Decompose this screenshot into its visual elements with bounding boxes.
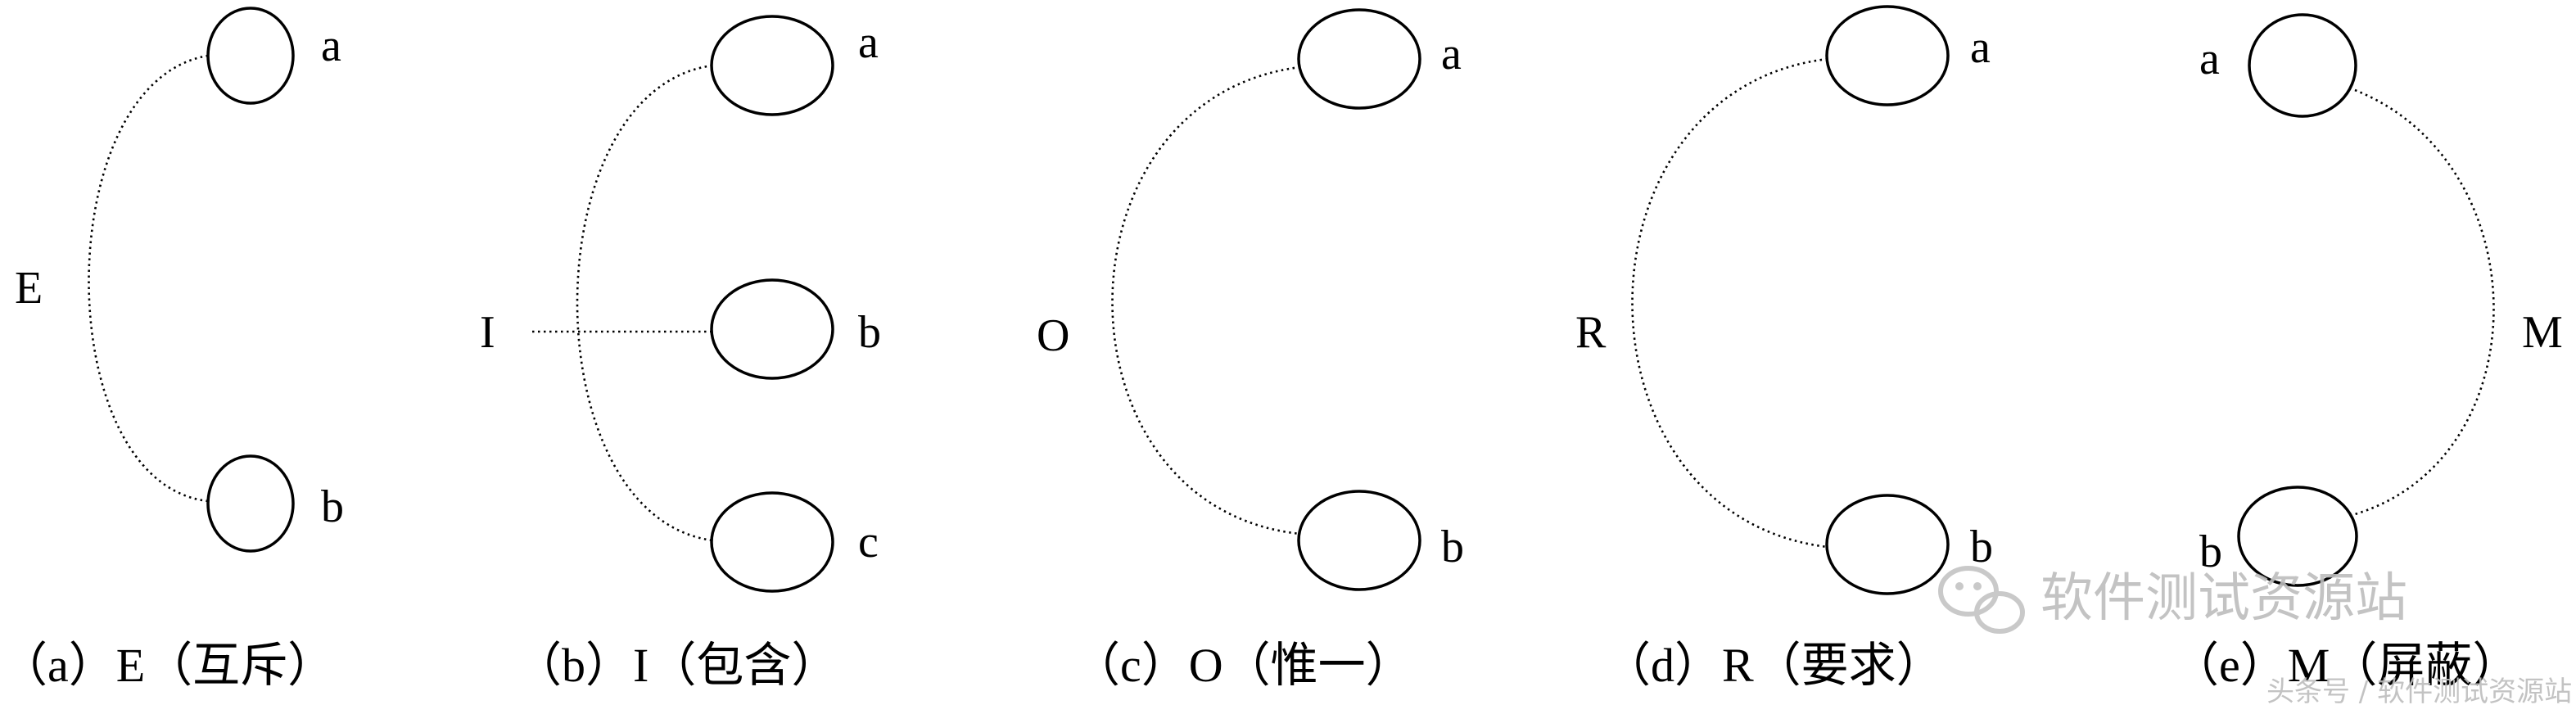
panel-d-constraint-label: R — [1575, 307, 1607, 358]
panel-c-constraint-label: O — [1037, 310, 1069, 361]
panel-b-node-a — [710, 15, 834, 116]
panel-a: a b E （a）E（互斥） — [0, 7, 344, 692]
panel-a-caption: （a）E（互斥） — [0, 639, 335, 692]
panel-a-arc — [88, 54, 209, 503]
panel-b-constraint-label: I — [480, 307, 495, 358]
panel-d-caption: （d）R（要求） — [1603, 639, 1944, 692]
panel-a-node-a — [206, 7, 295, 105]
wechat-icon — [1938, 566, 2025, 634]
panel-a-node-a-label: a — [321, 20, 341, 71]
panel-b: a b c I （b）I（包含） — [480, 15, 881, 692]
panel-b-node-c — [710, 491, 834, 593]
panel-c: a b O （c）O（惟一） — [1037, 8, 1464, 692]
panel-d-node-b — [1825, 494, 1950, 595]
panel-d-node-b-label: b — [1970, 522, 1993, 572]
panel-b-node-a-label: a — [858, 17, 879, 68]
panel-b-arc — [576, 64, 713, 542]
panel-a-constraint-label: E — [15, 263, 43, 314]
panel-c-node-a-label: a — [1441, 29, 1462, 79]
panel-a-node-b — [206, 454, 295, 553]
panel-d: a b R （d）R（要求） — [1575, 5, 1993, 692]
panel-c-node-b-label: b — [1441, 522, 1464, 572]
panel-e-arc — [2354, 88, 2495, 516]
panel-e: a b M （e）M（屏蔽） — [2172, 13, 2563, 692]
panel-a-node-b-label: b — [321, 481, 344, 532]
panel-d-arc — [1631, 57, 1828, 549]
panel-e-node-b-label: b — [2199, 526, 2222, 577]
panel-d-node-a-label: a — [1970, 22, 1991, 73]
panel-e-node-a-label: a — [2199, 34, 2220, 84]
watermark-sub: 头条号 / 软件测试资源站 — [2266, 676, 2572, 708]
watermark: 软件测试资源站 头条号 / 软件测试资源站 — [1938, 566, 2572, 708]
panel-e-node-a — [2248, 13, 2357, 118]
panel-b-node-b-label: b — [858, 307, 881, 358]
panel-b-node-b — [710, 278, 834, 380]
panel-e-node-b — [2237, 486, 2358, 587]
panel-e-caption: （e）M（屏蔽） — [2172, 639, 2520, 692]
panel-b-caption: （b）I（包含） — [514, 639, 838, 692]
panel-e-constraint-label: M — [2522, 307, 2563, 358]
panel-b-node-c-label: c — [858, 517, 879, 567]
panel-c-node-a — [1297, 8, 1421, 110]
panel-c-caption: （c）O（惟一） — [1073, 639, 1413, 692]
panel-c-arc — [1111, 66, 1301, 536]
watermark-main: 软件测试资源站 — [2040, 568, 2407, 629]
panel-c-node-b — [1297, 490, 1421, 591]
panel-d-node-a — [1825, 5, 1950, 106]
